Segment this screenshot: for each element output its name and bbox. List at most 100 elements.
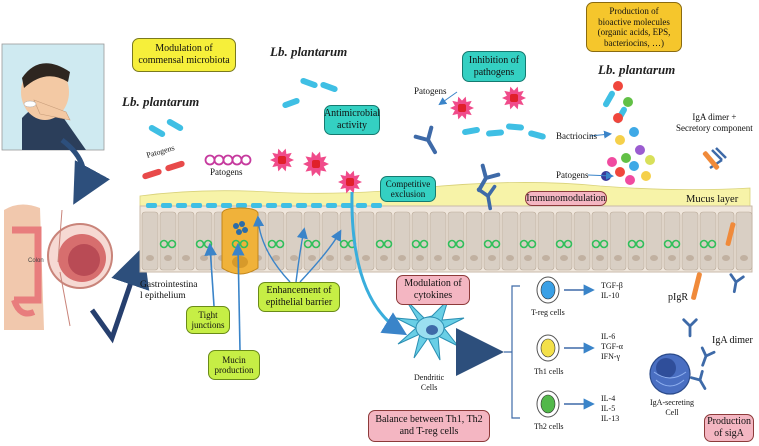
pathogen-chain	[204, 154, 252, 166]
person-illustration	[1, 43, 105, 151]
bacteriocin-dot	[615, 167, 625, 177]
adhered-bacterium	[281, 203, 292, 208]
pathogen-core	[346, 178, 354, 186]
junction-ring	[599, 239, 609, 249]
junction-ring	[383, 239, 393, 249]
cell-nucleus	[578, 255, 586, 261]
cell-nucleus	[686, 255, 694, 261]
flow-arrow-person	[60, 138, 110, 205]
box-bioactive-text: Production of bioactive molecules (organ…	[597, 6, 671, 48]
box-modulation-cytokines: Modulation of cytokines	[396, 275, 470, 305]
epithelial-cell	[141, 211, 159, 271]
bacteriocin-dot	[607, 157, 617, 167]
label-iga-secreting-cell: IgA-secreting Cell	[650, 398, 694, 417]
epithelial-cell	[699, 211, 717, 271]
adhered-bacterium	[251, 203, 262, 208]
label-iga-dimer-secretory: IgA dimer + Secretory component	[676, 112, 753, 133]
junction-ring	[275, 239, 285, 249]
flow-arrow-colon	[89, 246, 150, 344]
adhered-bacterium	[221, 203, 232, 208]
label-lb-plantarum-top: Lb. plantarum	[270, 44, 348, 59]
epithelial-cell	[609, 211, 627, 271]
cell-nucleus	[506, 255, 514, 261]
adhered-bacterium	[161, 203, 172, 208]
adhered-bacterium	[176, 203, 187, 208]
bacteriocin-dot	[629, 161, 639, 171]
epithelial-cell	[537, 211, 555, 271]
tcell-name-treg: T-reg cells	[531, 308, 565, 317]
tcell-cytokines-treg: TGF-β IL-10	[601, 281, 623, 300]
epithelial-cell	[357, 211, 375, 271]
epithelial-cell	[303, 211, 321, 271]
epithelial-cell	[645, 211, 663, 271]
antibody	[476, 184, 497, 211]
arrow-barrier-2	[295, 227, 308, 283]
pathogen-core	[510, 94, 518, 102]
lactobacillus	[166, 119, 184, 131]
junction-ring	[491, 239, 501, 249]
epithelial-cell	[411, 211, 429, 271]
box-production-siga: Production of sigA	[704, 414, 754, 442]
junction-ring	[195, 239, 205, 249]
box-mucin-production-text: Mucin production	[214, 355, 254, 375]
antibody-arm	[477, 163, 501, 193]
junction-ring	[411, 239, 421, 249]
bacteriocin-dot	[629, 127, 639, 137]
lactobacillus	[148, 125, 166, 137]
epithelial-cell	[501, 211, 519, 271]
cell-nucleus	[290, 255, 298, 261]
t-cell-nucleus	[540, 338, 556, 358]
box-balance-th-text: Balance between Th1, Th2 and T-reg cells	[375, 414, 483, 437]
pathogen-core	[312, 160, 320, 168]
adhered-bacterium	[356, 203, 367, 208]
box-immunomodulation-text: Immunomodulation	[526, 192, 606, 204]
box-bioactive: Production of bioactive molecules (organ…	[586, 2, 682, 52]
adhered-bacterium	[311, 203, 322, 208]
cell-nucleus	[614, 255, 622, 261]
cell-nucleus	[452, 255, 460, 261]
junction-ring	[563, 239, 573, 249]
cell-nucleus	[470, 255, 478, 261]
cell-nucleus	[668, 255, 676, 261]
antibody-arm	[729, 273, 745, 294]
colon-illustration	[4, 204, 113, 330]
tcell-name-th2: Th2 cells	[534, 422, 564, 431]
antibody-arm	[413, 125, 437, 155]
box-mucin-production: Mucin production	[208, 350, 260, 380]
antibody-arm	[689, 369, 707, 390]
arrow-to-dendritic	[350, 191, 408, 336]
cell-nucleus	[524, 255, 532, 261]
junction-ring	[527, 239, 537, 249]
box-tight-junctions-text: Tight junctions	[191, 310, 225, 330]
label-patogens-chain: Patogens	[210, 167, 243, 177]
adhered-bacterium	[146, 203, 157, 208]
cell-nucleus	[308, 255, 316, 261]
epithelial-cell	[393, 211, 411, 271]
label-lb-plantarum-left: Lb. plantarum	[122, 94, 200, 109]
adhered-lactobacilli	[146, 203, 382, 208]
bacteriocin-dot	[645, 155, 655, 165]
cell-nucleus	[596, 255, 604, 261]
lactobacillus	[528, 130, 546, 140]
junction-ring	[447, 239, 457, 249]
junction-ring	[627, 239, 637, 249]
bacteriocin-dot	[641, 171, 651, 181]
junction-ring	[663, 239, 673, 249]
junction-ring	[339, 239, 349, 249]
box-enhancement-barrier: Enhancement of epithelial barrier	[258, 282, 340, 312]
pigr-markers	[691, 147, 736, 300]
adhered-bacterium	[296, 203, 307, 208]
cell-nucleus	[164, 255, 172, 261]
lactobacillus	[603, 90, 615, 108]
cell-nucleus	[398, 255, 406, 261]
tcell-cytokines-th1: IL-6 TGF-α IFN-γ	[601, 332, 623, 361]
bacteriocin-dot	[613, 81, 623, 91]
junction-ring	[167, 239, 177, 249]
epithelial-cell	[447, 211, 465, 271]
junction-ring	[419, 239, 429, 249]
label-mucus-layer: Mucus layer	[686, 194, 739, 205]
label-dendritic-cells: Dendritic Cells	[414, 373, 445, 392]
antibody	[413, 125, 437, 155]
cell-nucleus	[560, 255, 568, 261]
